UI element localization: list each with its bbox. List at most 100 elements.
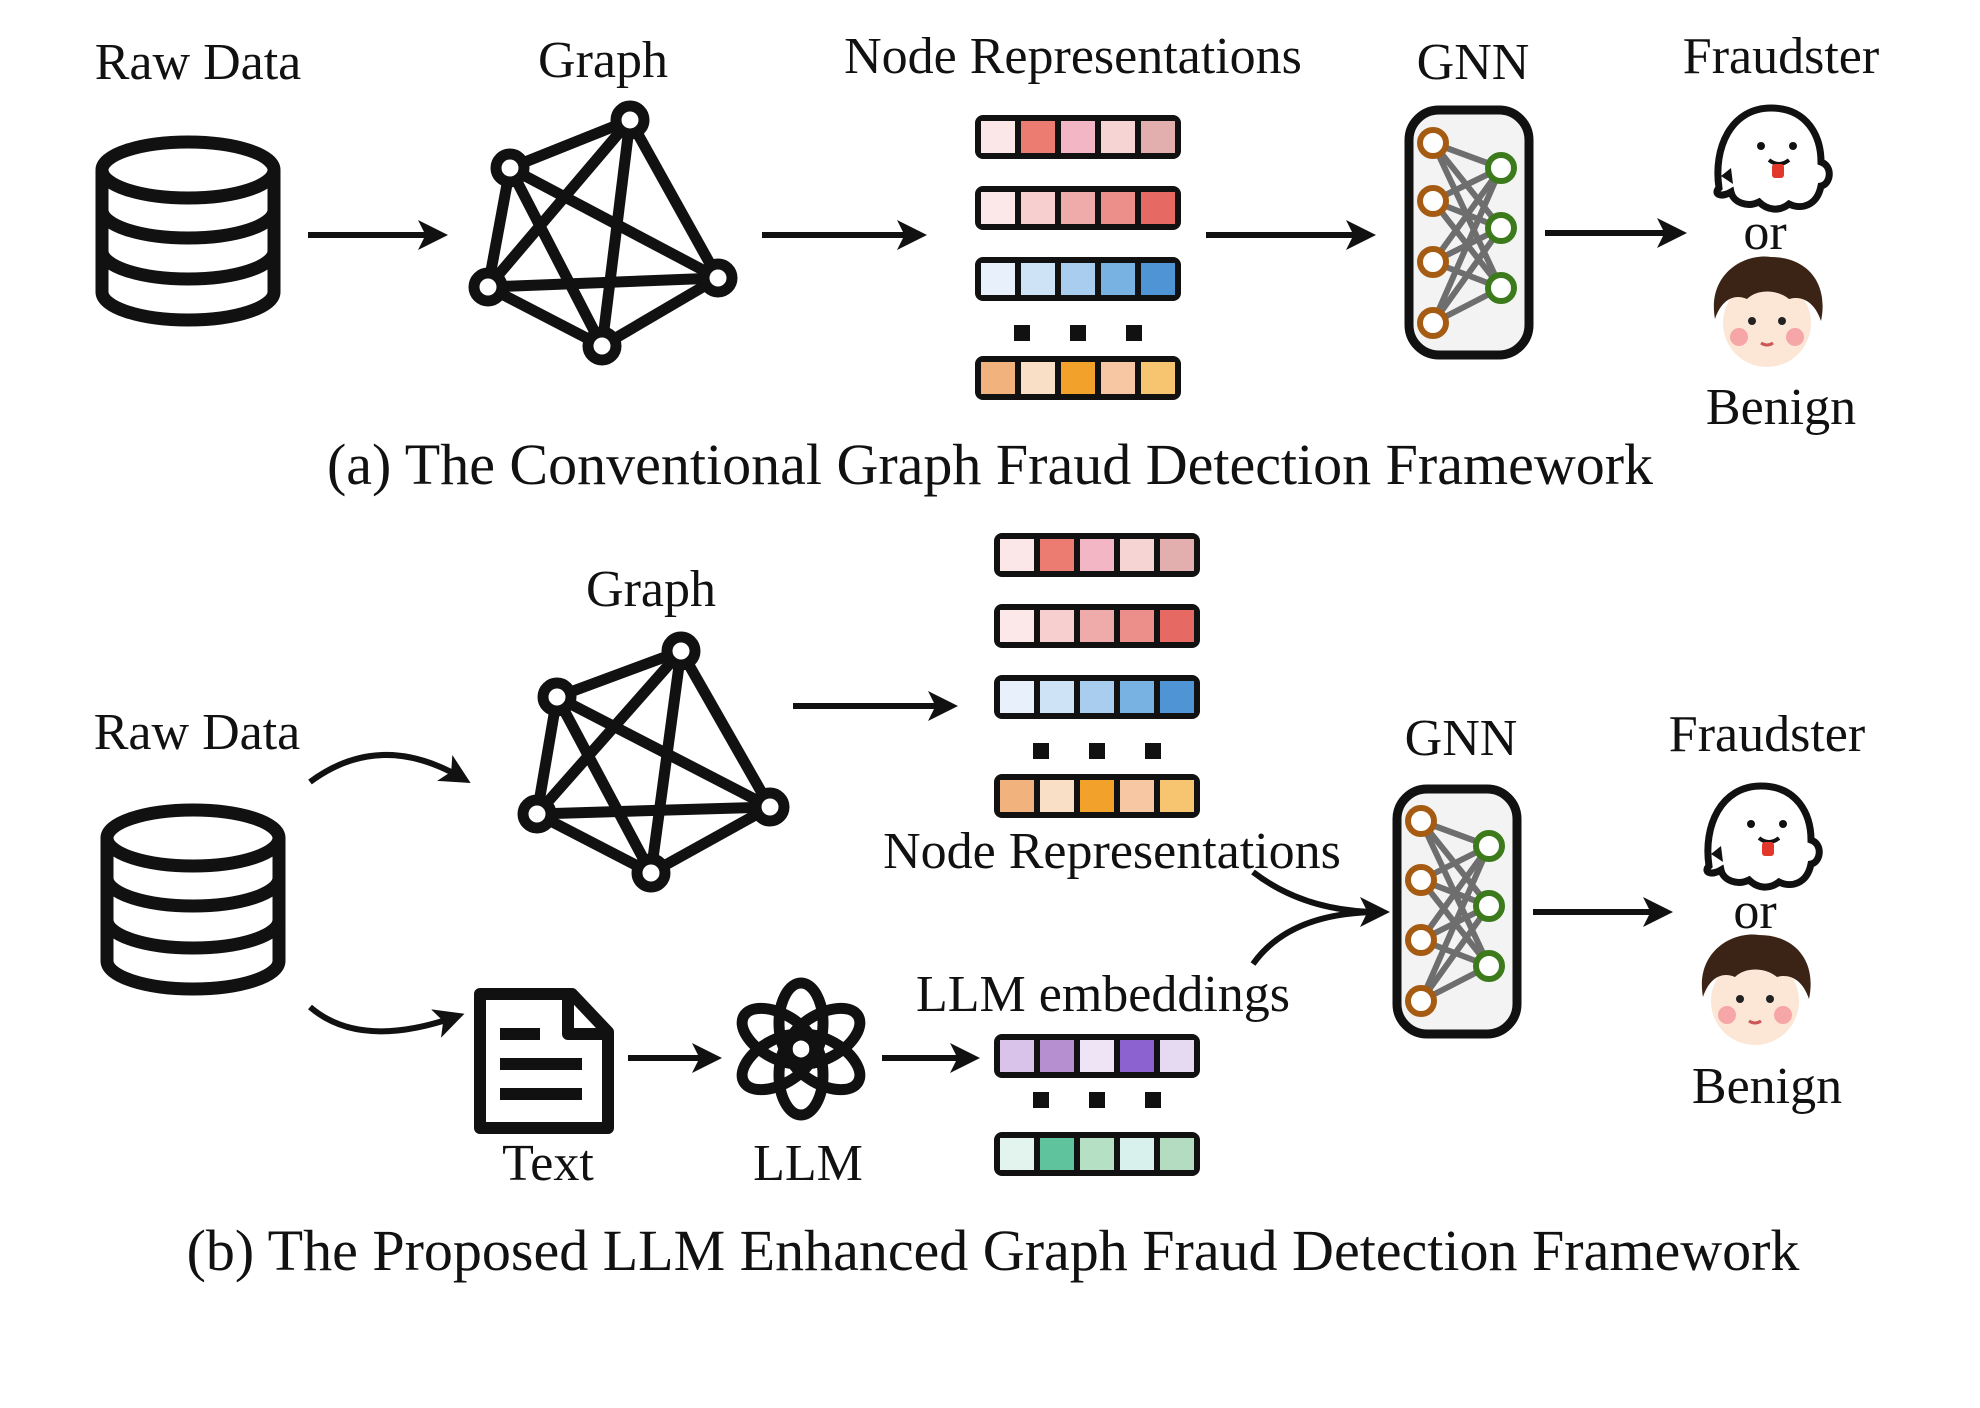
node-vector-row [994, 604, 1200, 648]
llm-logo-icon [736, 977, 866, 1121]
gnn-label: GNN [1417, 34, 1530, 91]
ghost-icon [1703, 782, 1823, 891]
gnn-output-node [1473, 830, 1505, 862]
node-vector-row [975, 257, 1181, 301]
vector-cell [1021, 121, 1055, 153]
ellipsis-dots [1014, 325, 1142, 341]
ghost-icon [1713, 104, 1833, 213]
vector-cell [1120, 539, 1154, 571]
vector-cell [1141, 263, 1175, 295]
arrow-data-to-graph [308, 752, 471, 785]
panel-b: Graph Raw Data Node Representations LLM … [94, 533, 1865, 1283]
vector-cell [1000, 539, 1034, 571]
or-label: or [1733, 883, 1776, 940]
node-representation-stack [975, 115, 1181, 400]
vector-cell [981, 192, 1015, 224]
node-vector-row [975, 115, 1181, 159]
gnn-input-node [1417, 185, 1449, 217]
gnn-output-node [1473, 950, 1505, 982]
node-representations-label: Node Representations [883, 823, 1341, 880]
vector-cell [1000, 610, 1034, 642]
gnn-output-node [1473, 890, 1505, 922]
gnn-input-node [1417, 307, 1449, 339]
vector-cell [1160, 539, 1194, 571]
vector-cell [1040, 1138, 1074, 1170]
vector-cell [1021, 192, 1055, 224]
node-vector-row [994, 675, 1200, 719]
gnn-input-node [1405, 805, 1437, 837]
benign-label: Benign [1706, 379, 1856, 436]
llm-embedding-row [994, 1034, 1200, 1078]
vector-cell [1141, 121, 1175, 153]
llm-label: LLM [753, 1135, 863, 1192]
vector-cell [1040, 610, 1074, 642]
text-label: Text [502, 1135, 594, 1192]
node-vector-row [975, 356, 1181, 400]
vector-cell [1160, 1040, 1194, 1072]
gnn-input-node [1405, 924, 1437, 956]
flow-arrows-a [308, 218, 1687, 250]
vector-cell [1061, 121, 1095, 153]
node-representations-label: Node Representations [844, 28, 1302, 85]
vector-cell [1040, 780, 1074, 812]
vector-cell [1101, 263, 1135, 295]
vector-cell [1000, 780, 1034, 812]
llm-embedding-row [994, 1132, 1200, 1176]
vector-cell [1061, 192, 1095, 224]
vector-cell [1000, 681, 1034, 713]
caption-b: (b) The Proposed LLM Enhanced Graph Frau… [187, 1218, 1800, 1283]
gnn-icon [1392, 784, 1522, 1039]
arrow-embeddings-to-gnn [1250, 897, 1390, 966]
ellipsis-dots [1033, 743, 1161, 759]
vector-cell [1160, 780, 1194, 812]
boy-face-icon [1713, 256, 1823, 367]
vector-cell [1000, 1138, 1034, 1170]
vector-cell [1080, 681, 1114, 713]
vector-cell [1080, 780, 1114, 812]
graph-label: Graph [538, 32, 668, 89]
gnn-label: GNN [1405, 710, 1518, 767]
vector-cell [981, 263, 1015, 295]
fraudster-label: Fraudster [1669, 706, 1865, 763]
gnn-input-node [1405, 985, 1437, 1017]
vector-cell [1141, 192, 1175, 224]
gnn-input-node [1417, 127, 1449, 159]
vector-cell [1040, 539, 1074, 571]
gnn-input-node [1405, 864, 1437, 896]
network-graph-icon [517, 631, 790, 893]
vector-cell [1120, 1138, 1154, 1170]
panel-a: Raw Data Graph Node Representations GNN … [95, 28, 1879, 497]
vector-cell [1080, 539, 1114, 571]
node-vector-row [994, 774, 1200, 818]
network-graph-icon [468, 100, 738, 366]
raw-data-label: Raw Data [94, 704, 300, 761]
caption-a: (a) The Conventional Graph Fraud Detecti… [327, 432, 1653, 497]
vector-cell [1120, 610, 1154, 642]
vector-cell [1101, 121, 1135, 153]
node-vector-row [994, 533, 1200, 577]
gnn-output-node [1485, 152, 1517, 184]
vector-cell [1141, 362, 1175, 394]
node-vector-row [975, 186, 1181, 230]
vector-cell [1061, 263, 1095, 295]
vector-cell [981, 121, 1015, 153]
graph-label: Graph [586, 561, 716, 618]
vector-cell [1040, 1040, 1074, 1072]
node-representation-stack [994, 533, 1200, 818]
vector-cell [1080, 610, 1114, 642]
document-icon [474, 988, 614, 1134]
vector-cell [1160, 1138, 1194, 1170]
vector-cell [1101, 362, 1135, 394]
vector-cell [981, 362, 1015, 394]
boy-face-icon [1701, 934, 1811, 1045]
llm-embeddings-label: LLM embeddings [916, 966, 1290, 1023]
benign-label: Benign [1692, 1058, 1842, 1115]
vector-cell [1120, 780, 1154, 812]
database-icon [100, 803, 286, 996]
or-label: or [1743, 204, 1786, 261]
ellipsis-dots [1033, 1092, 1161, 1108]
llm-embedding-stack [994, 1034, 1200, 1176]
flow-arrows-b [308, 691, 1673, 1073]
